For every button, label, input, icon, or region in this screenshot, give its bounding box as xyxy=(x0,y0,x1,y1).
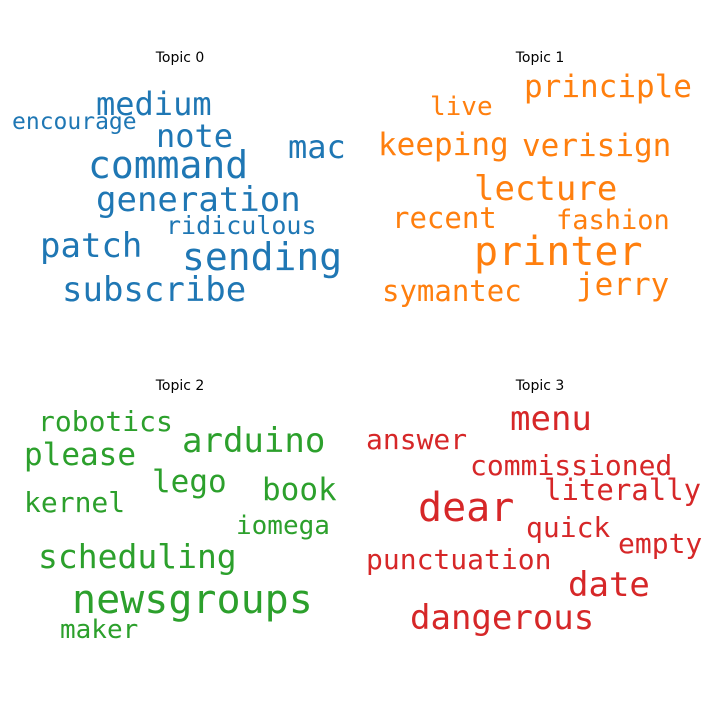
topic-0-word: patch xyxy=(40,226,143,266)
topic-1-word: recent xyxy=(392,201,497,235)
topic-1-cloud: principle live keeping verisign lecture … xyxy=(360,0,720,360)
topic-3-word: dangerous xyxy=(410,598,595,638)
topic-0-word: mac xyxy=(288,128,346,166)
topic-1-word: live xyxy=(430,92,493,122)
topic-2-word: scheduling xyxy=(38,537,237,576)
topic-2-word: maker xyxy=(60,615,139,645)
topic-1-panel: Topic 1 principle live keeping verisign … xyxy=(360,0,720,360)
topic-1-word: fashion xyxy=(556,205,670,236)
topic-3-word: literally xyxy=(544,473,702,507)
topic-0-word: medium xyxy=(96,85,212,123)
topic-0-word: encourage xyxy=(12,109,137,135)
topic-3-word: commissioned xyxy=(470,449,673,482)
topic-2-word: robotics xyxy=(38,405,173,438)
topic-2-word: iomega xyxy=(236,511,330,541)
topic-1-title: Topic 1 xyxy=(515,50,565,66)
topic-3-word: quick xyxy=(526,511,611,544)
topic-2-word: lego xyxy=(152,464,227,500)
topic-0-cloud: medium encourage note mac command genera… xyxy=(0,0,360,360)
topic-3-word: empty xyxy=(618,527,703,560)
topic-1-word: printer xyxy=(474,229,643,275)
topic-2-word: newsgroups xyxy=(72,577,313,623)
topic-0-word: sending xyxy=(182,235,343,279)
topic-3-title: Topic 3 xyxy=(515,378,565,394)
topic-1-word: verisign xyxy=(522,128,672,164)
topic-2-word: please xyxy=(24,437,136,473)
topic-3-word: answer xyxy=(366,423,468,456)
topic-2-word: arduino xyxy=(182,421,326,461)
topic-2-title: Topic 2 xyxy=(155,378,205,394)
topic-2-word: book xyxy=(262,472,337,508)
topic-0-word: command xyxy=(88,143,249,187)
topic-1-word: principle xyxy=(524,69,692,105)
topic-0-word: subscribe xyxy=(62,270,247,310)
topic-0-word: ridiculous xyxy=(166,211,317,240)
topic-2-cloud: robotics arduino please lego book kernel… xyxy=(0,328,360,688)
topic-3-cloud: menu answer commissioned dear literally … xyxy=(360,328,720,688)
topic-1-word: lecture xyxy=(474,169,618,209)
topic-1-word: keeping xyxy=(378,127,509,163)
topic-0-word: note xyxy=(156,117,234,155)
topic-0-word: generation xyxy=(96,180,301,220)
topic-1-word: jerry xyxy=(576,267,670,303)
topic-1-word: symantec xyxy=(382,274,522,308)
topic-3-word: menu xyxy=(510,399,592,439)
topic-2-panel: Topic 2 robotics arduino please lego boo… xyxy=(0,328,360,688)
topic-2-word: kernel xyxy=(24,486,126,519)
topic-3-word: date xyxy=(568,565,650,605)
topic-3-word: punctuation xyxy=(366,543,552,576)
topic-0-panel: Topic 0 medium encourage note mac comman… xyxy=(0,0,360,360)
topic-3-word: dear xyxy=(418,485,515,531)
topic-0-title: Topic 0 xyxy=(155,50,205,66)
topic-3-panel: Topic 3 menu answer commissioned dear li… xyxy=(360,328,720,688)
